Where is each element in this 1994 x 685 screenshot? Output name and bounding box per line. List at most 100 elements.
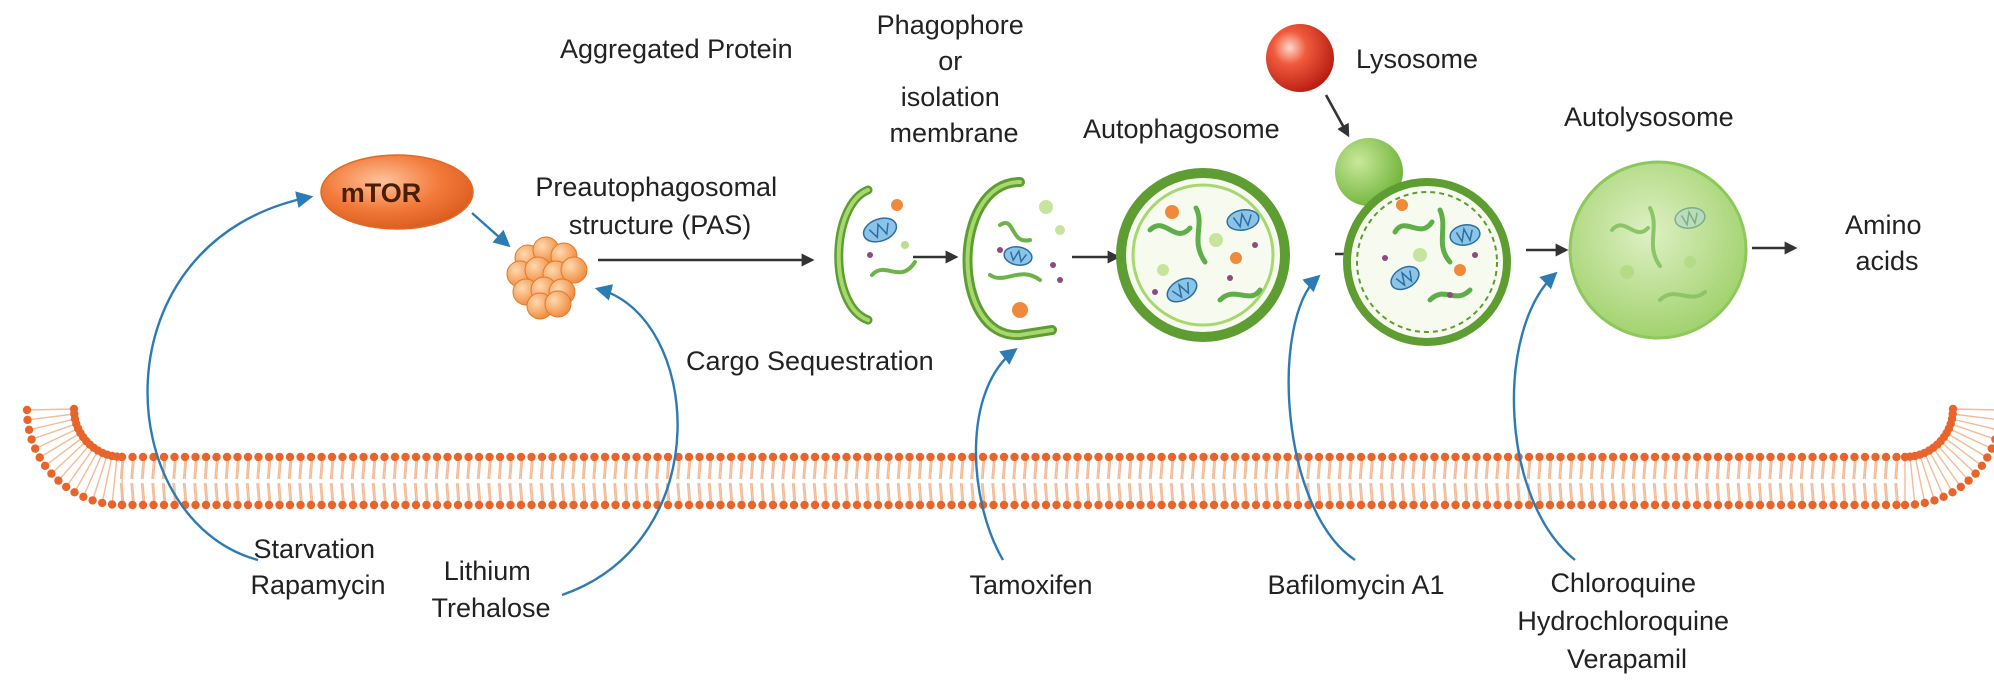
- lipid-head: [1964, 476, 1972, 484]
- lipid-head: [286, 501, 294, 509]
- lipid-head: [1619, 501, 1627, 509]
- lipid-head: [1661, 453, 1669, 461]
- modulator-labels: Starvation Rapamycin Lithium Trehalose T…: [250, 534, 1736, 674]
- lipid-head: [1871, 453, 1879, 461]
- lipid-head: [622, 501, 630, 509]
- lipid-bilayer-membrane: [23, 405, 1994, 509]
- lipid-head: [706, 501, 714, 509]
- lipid-head: [391, 453, 399, 461]
- lipid-head: [937, 501, 945, 509]
- lipid-head: [1115, 501, 1123, 509]
- lipid-head: [31, 444, 39, 452]
- lipid-head: [916, 501, 924, 509]
- lipid-head: [1378, 453, 1386, 461]
- lipid-head: [958, 501, 966, 509]
- lipid-head: [632, 453, 640, 461]
- lipid-head: [1178, 453, 1186, 461]
- lipid-head: [1693, 501, 1701, 509]
- lipid-head: [1472, 501, 1480, 509]
- lipid-head: [317, 501, 325, 509]
- lipid-head: [1630, 501, 1638, 509]
- lipid-head: [1325, 453, 1333, 461]
- lipid-head: [517, 501, 525, 509]
- lipid-head: [601, 501, 609, 509]
- lipid-head: [947, 501, 955, 509]
- lipid-head: [685, 501, 693, 509]
- lipid-head: [1325, 501, 1333, 509]
- lipid-head: [62, 483, 70, 491]
- lipid-head: [1252, 453, 1260, 461]
- lipid-head: [832, 501, 840, 509]
- lipid-head: [989, 453, 997, 461]
- lipid-head: [160, 453, 168, 461]
- lipid-head: [1336, 501, 1344, 509]
- lipid-head: [1136, 453, 1144, 461]
- mtor-to-pas-arrow: [472, 213, 508, 245]
- lipid-head: [1735, 453, 1743, 461]
- lipid-head: [685, 453, 693, 461]
- lipid-head: [664, 453, 672, 461]
- lipid-head: [1304, 453, 1312, 461]
- lipid-head: [1682, 501, 1690, 509]
- lipid-head: [1745, 453, 1753, 461]
- lipid-head: [769, 453, 777, 461]
- lipid-head: [821, 501, 829, 509]
- lipid-head: [790, 501, 798, 509]
- lipid-head: [779, 501, 787, 509]
- lipid-head: [758, 453, 766, 461]
- lipid-head: [23, 416, 31, 424]
- lipid-head: [821, 453, 829, 461]
- lipid-head: [1609, 453, 1617, 461]
- lipid-head: [580, 501, 588, 509]
- lipid-head: [1063, 501, 1071, 509]
- lipid-head: [1472, 453, 1480, 461]
- lipid-head: [1147, 453, 1155, 461]
- lipid-head: [98, 499, 106, 507]
- lipid-head: [307, 501, 315, 509]
- lipid-head: [1451, 453, 1459, 461]
- lipid-head: [1010, 453, 1018, 461]
- lipid-head: [1939, 493, 1947, 501]
- lipid-head: [1588, 501, 1596, 509]
- lipid-head: [1619, 453, 1627, 461]
- lipid-head: [1420, 453, 1428, 461]
- lipid-head: [1241, 501, 1249, 509]
- lipid-head: [1745, 501, 1753, 509]
- lipid-head: [1567, 501, 1575, 509]
- lipid-head: [349, 501, 357, 509]
- autophagosome-label: Autophagosome: [1083, 114, 1280, 144]
- lipid-head: [244, 501, 252, 509]
- lipid-head: [1483, 453, 1491, 461]
- lipid-head: [958, 453, 966, 461]
- lipid-head: [863, 501, 871, 509]
- lipid-head: [737, 501, 745, 509]
- lipid-head: [401, 501, 409, 509]
- lipid-head: [464, 501, 472, 509]
- lipid-head: [1462, 501, 1470, 509]
- lipid-head: [1346, 453, 1354, 461]
- amino-acids-label: Amino acids: [1845, 210, 1929, 276]
- lipid-head: [191, 453, 199, 461]
- lipid-head: [800, 453, 808, 461]
- lipid-head: [370, 453, 378, 461]
- lipid-head: [1178, 501, 1186, 509]
- lipid-head: [1682, 453, 1690, 461]
- lipid-head: [895, 453, 903, 461]
- lipid-head: [1094, 501, 1102, 509]
- lipid-head: [422, 501, 430, 509]
- lipid-head: [1901, 501, 1909, 509]
- lipid-head: [706, 453, 714, 461]
- lipid-head: [1535, 453, 1543, 461]
- lipid-head: [317, 453, 325, 461]
- lipid-head: [1714, 453, 1722, 461]
- mtor-node: mTOR: [321, 155, 473, 229]
- lipid-head: [1948, 488, 1956, 496]
- lipid-head: [1409, 501, 1417, 509]
- lipid-head: [1892, 501, 1900, 509]
- lipid-head: [149, 501, 157, 509]
- lipid-head: [1766, 501, 1774, 509]
- lysosome-label: Lysosome: [1356, 44, 1478, 74]
- lipid-head: [36, 453, 44, 461]
- lipid-head: [947, 453, 955, 461]
